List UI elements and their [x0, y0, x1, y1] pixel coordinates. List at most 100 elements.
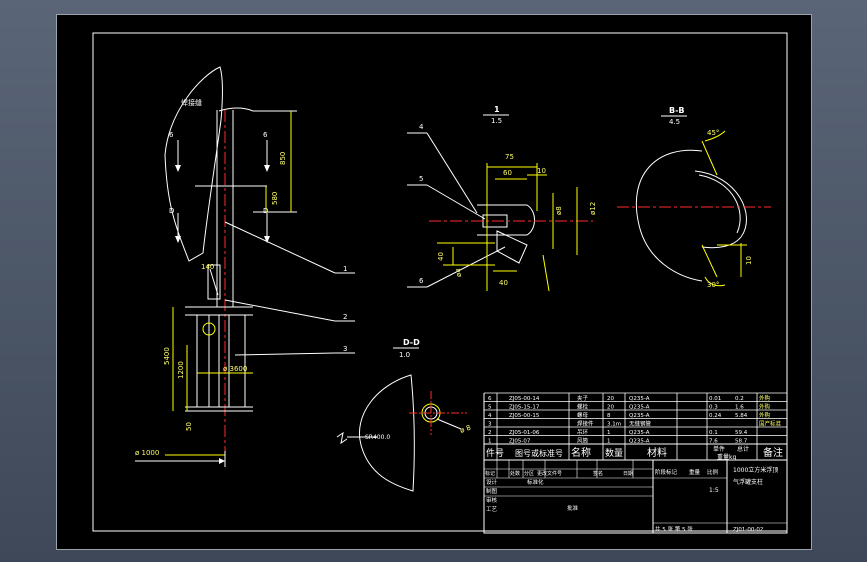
title-project: 1000立方米浮顶	[733, 466, 778, 474]
dim-1200: 1200	[177, 361, 185, 379]
callout-6: 6	[419, 277, 424, 285]
bom-cell: 外购	[759, 411, 771, 419]
title-row-label: 签名	[593, 470, 603, 477]
callout-1: 1	[343, 265, 347, 273]
bom-cell: ZJ05-07	[509, 439, 531, 445]
bom-cell: Q235-A	[629, 439, 650, 445]
dim-75: 75	[505, 153, 514, 161]
title-row-label: 处数	[510, 470, 520, 477]
bom-cell: 1	[488, 439, 492, 445]
bom-cell: 58.7	[735, 439, 748, 445]
detail-view	[407, 132, 593, 292]
section-c-bottom: 1.0	[399, 351, 410, 359]
dim-d4: ø4	[455, 268, 463, 277]
dim-60: 60	[503, 169, 512, 177]
title-mid-label: 标准化	[527, 478, 544, 486]
bom-cell: 2	[488, 430, 492, 436]
bom-cell: Q235-A	[629, 405, 650, 411]
bom-cell: 0.2	[735, 396, 744, 402]
dim-dd-d8: ø 8	[459, 424, 472, 435]
title-stage-label: 比例	[707, 468, 719, 476]
title-block: 标记处数分区更改文件号签名日期设计制图审核工艺标准化批准阶段标记重量比例1:5共…	[483, 459, 788, 534]
bom-cell: 3.1m	[607, 422, 621, 428]
bom-cell: 外购	[759, 394, 771, 402]
bom-cell: 20	[607, 405, 614, 411]
dim-850: 850	[279, 152, 287, 165]
title-row-label: 分区	[524, 470, 534, 477]
bom-cell: 0.1	[709, 430, 718, 436]
main-view	[135, 66, 355, 467]
section-a-top: 1	[494, 105, 500, 114]
bom-cell: ZJ05-00-15	[509, 413, 540, 419]
bom-header-no: 件号	[486, 447, 504, 459]
dim-30deg: 30°	[707, 281, 719, 289]
bom-cell: 无缝钢管	[629, 420, 652, 428]
bom-cell: 20	[607, 396, 614, 402]
title-drawing-no: ZJ01-00-02	[733, 527, 763, 533]
bom-cell: 4	[488, 413, 492, 419]
bom-cell: 1.6	[735, 405, 744, 411]
title-left-label: 审核	[486, 496, 498, 504]
dim-40: 40	[437, 252, 445, 261]
dim-d12: ø12	[589, 202, 597, 215]
dim-580: 580	[271, 192, 279, 205]
bb-view	[617, 130, 771, 287]
dim-140: 140	[201, 263, 214, 271]
bom-cell: 外购	[759, 403, 771, 411]
title-row-label: 标记	[485, 470, 495, 477]
bom-cell: 焊接件	[577, 420, 594, 428]
bom-cell: 风筒	[577, 437, 589, 445]
dim-10b: 10	[745, 256, 753, 265]
title-stage-label: 重量	[689, 468, 701, 476]
title-sheet: 共 5 张 第 5 张	[655, 525, 693, 533]
title-row-label: 日期	[623, 471, 633, 477]
bom-cell: 5	[488, 405, 492, 411]
dim-40b: 40	[499, 279, 508, 287]
bom-cell: 螺栓	[577, 403, 589, 411]
bom-cell: 0.01	[709, 396, 721, 402]
title-subtitle: 气浮罐支柱	[733, 478, 763, 486]
bom-header-code: 图号或标准号	[515, 448, 563, 458]
bom-header-single: 单件	[713, 445, 725, 453]
bom-header-total: 总计	[737, 445, 749, 453]
bom-cell: Q235-A	[629, 396, 650, 402]
bom-header-material: 材料	[647, 446, 667, 459]
bom-cell: 5.84	[735, 413, 748, 419]
bom-cell: 1	[607, 430, 611, 436]
bom-cell: 夹子	[577, 394, 589, 402]
dim-sr400: SR400.0	[365, 434, 390, 441]
dim-d1000: ø 1000	[135, 449, 159, 457]
dd-view	[336, 374, 467, 492]
section-a-bottom: 1.5	[491, 117, 502, 125]
callout-2: 2	[343, 313, 347, 321]
bom-cell: Q235-A	[629, 430, 650, 436]
bom-cell: 0.24	[709, 413, 722, 419]
bom-header-name: 名称	[571, 446, 591, 459]
section-b-bottom: 4.5	[669, 118, 680, 126]
dim-45deg: 45°	[707, 129, 719, 137]
bom-header-qty: 数量	[605, 447, 623, 459]
dim-d8: ø8	[555, 206, 563, 215]
bom-cell: 1	[607, 439, 611, 445]
svg-text:6: 6	[169, 131, 174, 139]
bom-cell: ZJ05-00-14	[509, 396, 540, 402]
dim-50: 50	[185, 422, 193, 431]
bom-cell: ZJ05-01-06	[509, 430, 540, 436]
bom-cell: 0.3	[709, 405, 718, 411]
cad-drawing: 焊接缝 6 6 D D 850 580 140 5400 1200 50 ø 1…	[92, 32, 788, 534]
dim-10: 10	[537, 167, 546, 175]
bom-header-weight: 重量kg	[717, 453, 736, 461]
title-stage-label: 阶段标记	[655, 468, 678, 476]
callout-5: 5	[419, 175, 423, 183]
title-scale: 1:5	[709, 487, 719, 494]
bom-cell: 59.4	[735, 430, 748, 436]
svg-text:6: 6	[263, 131, 268, 139]
callout-3: 3	[343, 345, 347, 353]
title-mid-label: 批准	[567, 504, 579, 512]
bom-cell: 8	[607, 413, 611, 419]
section-b-top: B-B	[669, 106, 685, 115]
dim-5400: 5400	[163, 347, 171, 365]
bom-cell: 7.6	[709, 439, 718, 445]
svg-text:D: D	[263, 207, 268, 215]
